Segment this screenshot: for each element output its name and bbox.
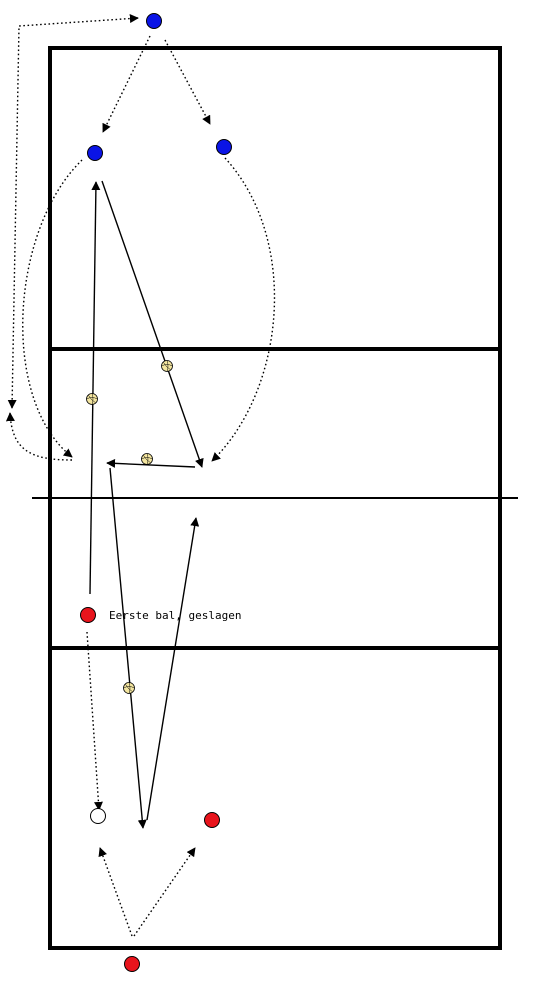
empty-position bbox=[90, 808, 106, 824]
volleyball-icon bbox=[86, 393, 98, 405]
move-arrow-top-to-right bbox=[164, 39, 211, 125]
move-arrow-bottom-right bbox=[133, 847, 196, 937]
ball-path-pass-left bbox=[106, 458, 196, 468]
player-red-attacker bbox=[80, 607, 96, 623]
ball-path-up-left bbox=[89, 181, 101, 595]
move-arrow-top-outer bbox=[7, 14, 139, 409]
move-arrow-top-to-left bbox=[102, 35, 151, 133]
move-arrow-left-curve bbox=[22, 159, 83, 458]
move-arrow-right-curve bbox=[211, 157, 276, 462]
ball-path-down bbox=[109, 467, 147, 829]
player-red-right bbox=[204, 812, 220, 828]
volleyball-icon bbox=[161, 360, 173, 372]
move-arrow-red-to-empty bbox=[86, 631, 103, 811]
move-arrow-return-left bbox=[5, 412, 73, 461]
ball-path-up-right bbox=[146, 517, 200, 821]
player-blue-left bbox=[87, 145, 103, 161]
player-blue-top bbox=[146, 13, 162, 29]
volleyball-icon bbox=[123, 682, 135, 694]
ball-path-diagonal-down bbox=[101, 180, 204, 468]
player-red-bottom bbox=[124, 956, 140, 972]
player-blue-right bbox=[216, 139, 232, 155]
volleyball-icon bbox=[141, 453, 153, 465]
move-arrow-bottom-left bbox=[98, 847, 133, 937]
annotation-first-ball: Eerste bal, geslagen bbox=[109, 609, 241, 622]
